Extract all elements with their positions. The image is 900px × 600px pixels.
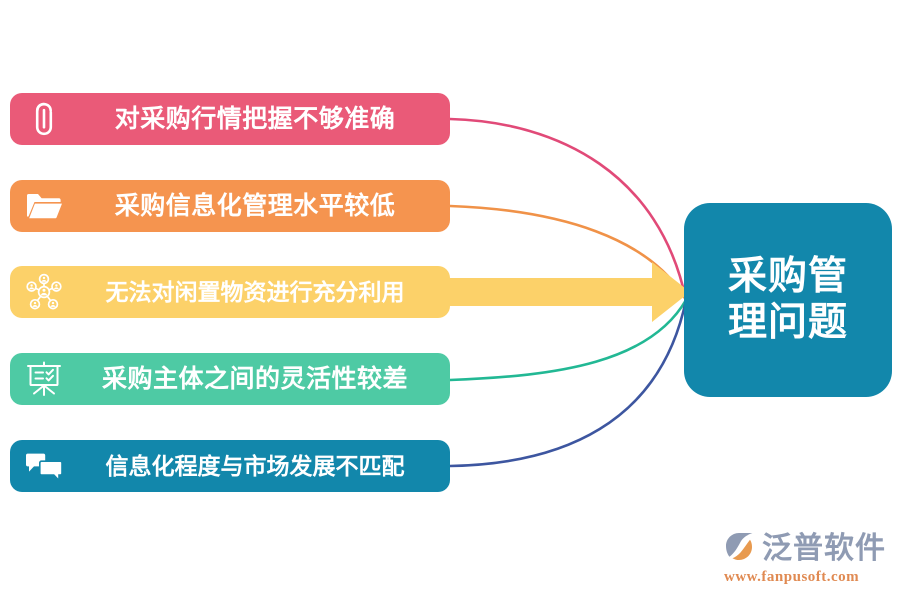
connector-arrow-2 xyxy=(450,262,690,322)
problem-bar-label-4: 信息化程度与市场发展不匹配 xyxy=(105,452,405,479)
problem-bar-3[interactable]: 采购主体之间的灵活性较差 xyxy=(10,353,450,405)
paperclip-icon xyxy=(18,99,70,139)
central-topic-line-1: 采购管 xyxy=(727,254,848,298)
connector-curve-0 xyxy=(448,117,688,302)
folder-icon xyxy=(18,186,70,226)
problem-bar-label-0: 对采购行情把握不够准确 xyxy=(114,104,396,133)
fanpu-logo-icon xyxy=(722,531,758,566)
problem-bar-label-3: 采购主体之间的灵活性较差 xyxy=(101,364,408,393)
watermark-row: 泛普软件 xyxy=(722,531,886,566)
presentation-board-icon xyxy=(18,359,70,399)
problem-bar-label-1: 采购信息化管理水平较低 xyxy=(114,191,396,220)
watermark: 泛普软件 www.fanpusoft.com xyxy=(722,531,886,586)
central-topic-box[interactable]: 采购管 理问题 xyxy=(684,203,892,397)
problem-bar-1[interactable]: 采购信息化管理水平较低 xyxy=(10,180,450,232)
problem-bar-2[interactable]: 无法对闲置物资进行充分利用 xyxy=(10,266,450,318)
problem-bar-4[interactable]: 信息化程度与市场发展不匹配 xyxy=(10,440,450,492)
network-hub-icon xyxy=(18,272,70,312)
watermark-brand: 泛普软件 xyxy=(762,531,886,565)
problem-bar-0[interactable]: 对采购行情把握不够准确 xyxy=(10,93,450,145)
problem-bar-label-2: 无法对闲置物资进行充分利用 xyxy=(105,278,405,305)
connector-curve-3 xyxy=(448,298,688,382)
central-topic-line-2: 理问题 xyxy=(727,301,848,344)
connector-curve-4 xyxy=(448,298,688,468)
watermark-url: www.fanpusoft.com xyxy=(724,569,860,585)
chat-bubbles-icon xyxy=(18,446,70,486)
